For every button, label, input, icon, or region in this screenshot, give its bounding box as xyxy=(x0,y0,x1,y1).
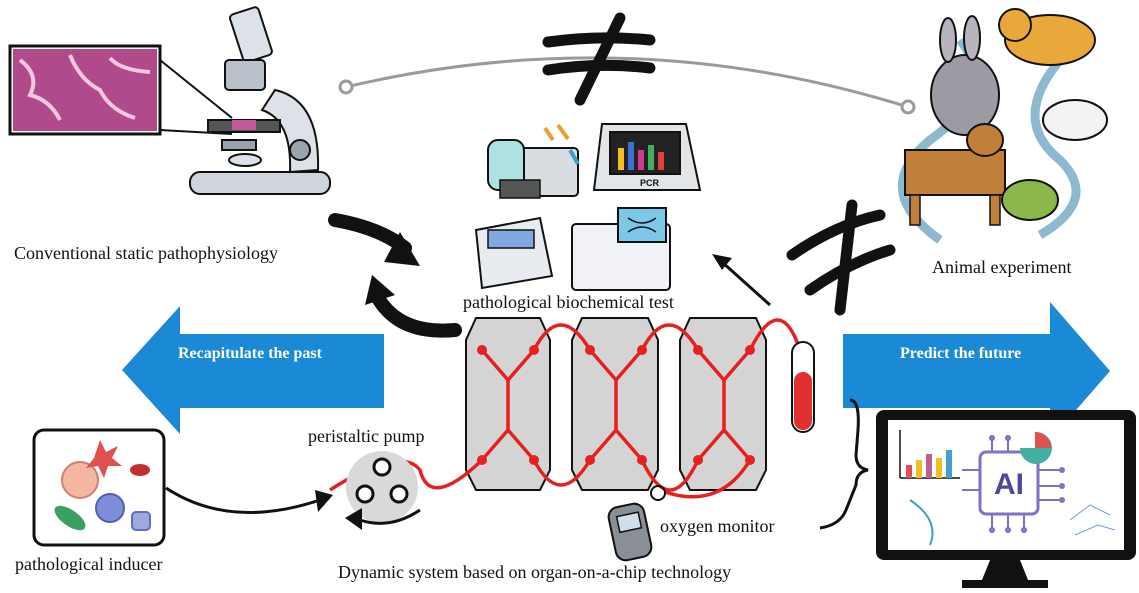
dynamic-label: Dynamic system based on organ-on-a-chip … xyxy=(338,562,732,582)
conventional-label: Conventional static pathophysiology xyxy=(14,243,278,263)
ai-label: AI xyxy=(994,468,1024,501)
pcr-machine-icon xyxy=(592,123,702,191)
pcr-label: PCR xyxy=(640,178,660,188)
cells-icon xyxy=(32,428,166,547)
brace xyxy=(819,398,869,530)
flow-arrow xyxy=(720,260,772,307)
inducer-arrow xyxy=(165,486,321,514)
centrifuge-icon xyxy=(474,216,554,290)
ai-monitor-icon xyxy=(876,410,1136,588)
oxygen-label: oxygen monitor xyxy=(660,516,775,536)
analyzer-icon xyxy=(571,207,671,291)
right-arrow-label: Predict the future xyxy=(900,345,1022,362)
left-arrow-label: Recapitulate the past xyxy=(178,345,322,362)
not-equal-icon xyxy=(542,12,656,106)
biochem-label: pathological biochemical test xyxy=(463,292,674,312)
cycle-arrows-icon xyxy=(328,213,462,338)
test-tube-icon xyxy=(791,341,815,433)
pump-label: peristaltic pump xyxy=(308,426,425,446)
comparison-arc xyxy=(345,56,909,109)
not-equal-icon xyxy=(786,199,896,316)
animals-icon xyxy=(898,8,1108,244)
lab-equipment-icon xyxy=(487,123,580,199)
animal-label: Animal experiment xyxy=(932,257,1072,277)
pump-icon xyxy=(345,451,421,530)
inducer-label: pathological inducer xyxy=(15,554,163,574)
microscope-icon xyxy=(8,6,331,195)
right-arrow xyxy=(843,302,1110,440)
oxygen-monitor-icon xyxy=(607,485,666,562)
left-arrow xyxy=(122,306,384,434)
